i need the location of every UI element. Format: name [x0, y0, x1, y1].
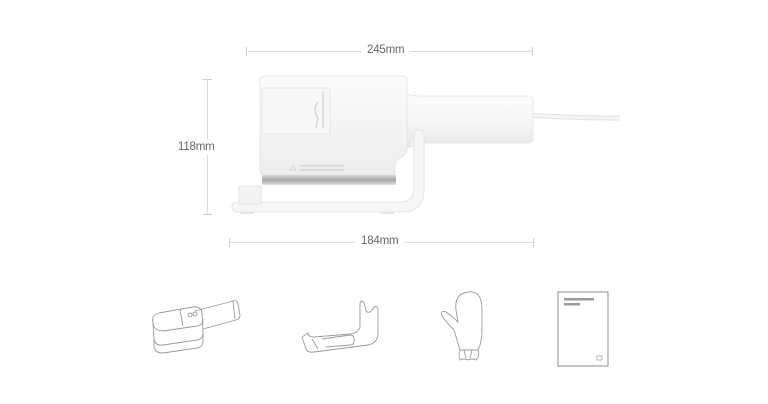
manual-icon — [557, 291, 609, 367]
dim-tick-bottom — [203, 214, 212, 215]
dimension-label-base-length: 184mm — [355, 235, 405, 247]
dim-tick-right — [532, 47, 533, 56]
dimension-label-height: 118mm — [178, 139, 215, 155]
stand-icon — [301, 300, 379, 353]
steamer-product-image — [231, 75, 621, 214]
steamer-icon — [152, 300, 241, 354]
mitt-icon — [441, 291, 483, 361]
dimension-label-total-length: 245mm — [361, 44, 411, 56]
dim-tick-right — [533, 238, 534, 247]
